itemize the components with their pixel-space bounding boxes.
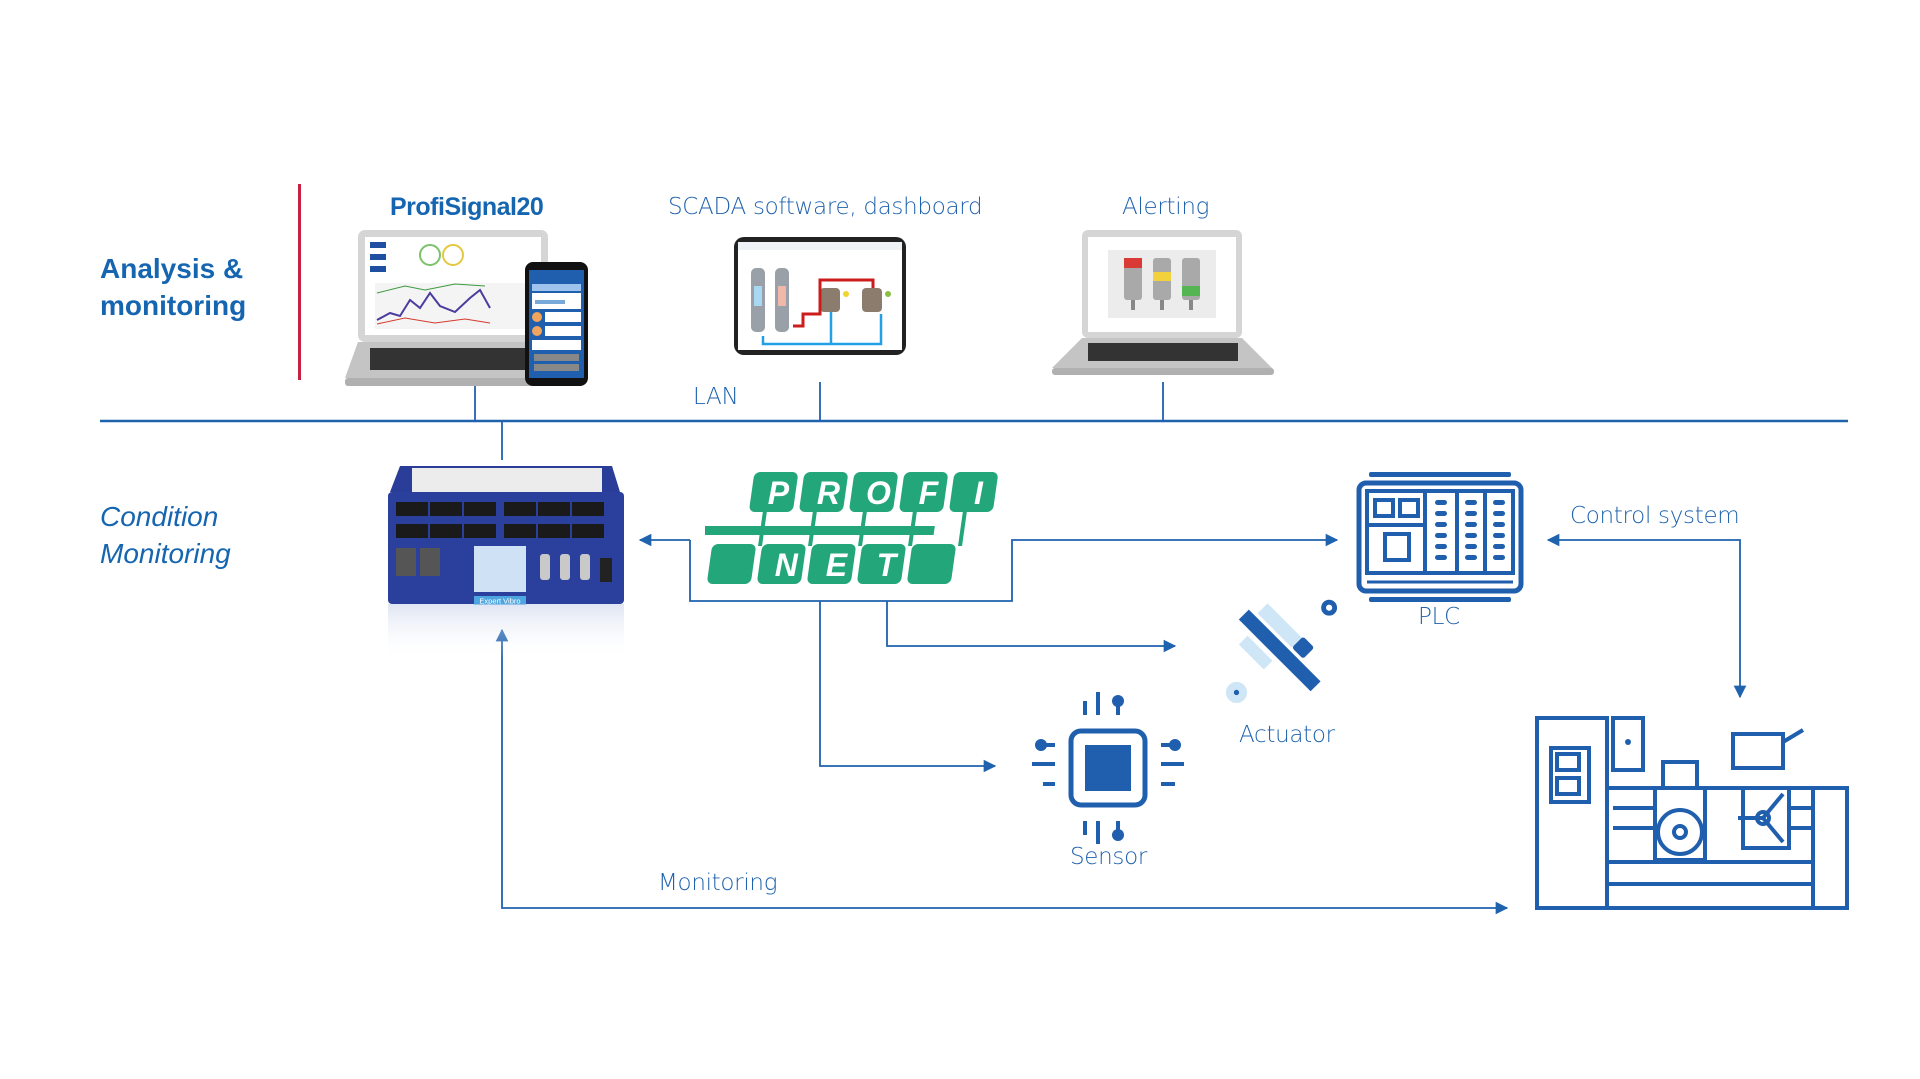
profinet-connector [908, 512, 917, 546]
expert-vibro-device: Expert Vibro [388, 466, 624, 660]
plc-led [1493, 522, 1505, 527]
profinet-connector [808, 512, 817, 546]
profinet-connector [958, 512, 967, 546]
profisignal-logo-text: ProfiSignal [390, 193, 517, 221]
profinet-to-actuator-arrow [886, 601, 1177, 653]
monitoring-line [495, 628, 1509, 915]
plc-led [1465, 544, 1477, 549]
profinet-tile-top-2: O [849, 472, 898, 512]
plc-led [1465, 522, 1477, 527]
profinet-tile-bottom-4 [907, 544, 956, 584]
plc-led [1435, 500, 1447, 505]
profinet-letter: O [866, 475, 891, 511]
profinet-letter: R [817, 475, 840, 511]
plc-led [1435, 555, 1447, 560]
plc-label: PLC [1418, 604, 1460, 630]
section-divider [298, 184, 301, 380]
plc-led [1435, 522, 1447, 527]
actuator-label: Actuator [1239, 722, 1335, 748]
plc-led [1435, 511, 1447, 516]
section-title-condition-line1: Condition [100, 501, 219, 532]
plc-led [1493, 500, 1505, 505]
section-title-condition-line2: Monitoring [100, 538, 231, 569]
sensor-icon [1032, 692, 1184, 844]
profinet-letter: I [974, 475, 984, 511]
machine-tool-icon [1535, 716, 1849, 910]
lan-label: LAN [693, 384, 739, 410]
profinet-letter: T [877, 547, 899, 583]
profinet-bracket [689, 533, 1339, 602]
profinet-letter: F [919, 475, 940, 511]
profinet-tile-top-1: R [799, 472, 848, 512]
profinet-tile-top-3: F [899, 472, 948, 512]
section-title-analysis-line2: monitoring [100, 290, 247, 321]
plc-led [1435, 533, 1447, 538]
plc-led [1493, 555, 1505, 560]
section-title-analysis-line1: Analysis & [100, 253, 244, 284]
profinet-letter: E [826, 547, 849, 583]
actuator-icon [1225, 599, 1338, 704]
profinet-letter: N [775, 547, 799, 583]
profisignal-logo-version: 20 [516, 193, 544, 221]
profinet-tile-top-4: I [949, 472, 998, 512]
alerting-laptop-icon [1052, 230, 1274, 375]
profinet-tile-bottom-3: T [857, 544, 906, 584]
profinet-tile-bottom-0 [707, 544, 756, 584]
section-title-analysis: Analysis & monitoring [100, 250, 246, 324]
section-title-condition: Condition Monitoring [100, 498, 231, 572]
monitoring-label: Monitoring [658, 870, 778, 896]
device-label: Expert Vibro [479, 597, 520, 606]
plc-led [1465, 555, 1477, 560]
profinet-tile-bottom-1: N [757, 544, 806, 584]
plc-led [1465, 533, 1477, 538]
alerting-label: Alerting [1122, 194, 1210, 220]
control-system-line [1546, 533, 1747, 699]
profisignal-logo: ProfiSignal20 [390, 193, 544, 222]
profisignal-laptop-icon [345, 230, 588, 386]
plc-led [1465, 511, 1477, 516]
plc-led [1493, 511, 1505, 516]
profinet-tile-top-0: P [749, 472, 798, 512]
plc-icon [1356, 472, 1524, 602]
profinet-connector [858, 512, 867, 546]
profinet-to-sensor-arrow [819, 601, 997, 773]
control-system-label: Control system [1570, 503, 1740, 529]
profinet-connector [758, 512, 767, 546]
profinet-tile-bottom-2: E [807, 544, 856, 584]
plc-led [1493, 544, 1505, 549]
scada-tablet-icon [734, 237, 906, 355]
sensor-label: Sensor [1070, 844, 1148, 870]
scada-label: SCADA software, dashboard [668, 194, 983, 220]
profinet-letter: P [768, 475, 790, 511]
plc-led [1435, 544, 1447, 549]
plc-led [1465, 500, 1477, 505]
plc-led [1493, 533, 1505, 538]
